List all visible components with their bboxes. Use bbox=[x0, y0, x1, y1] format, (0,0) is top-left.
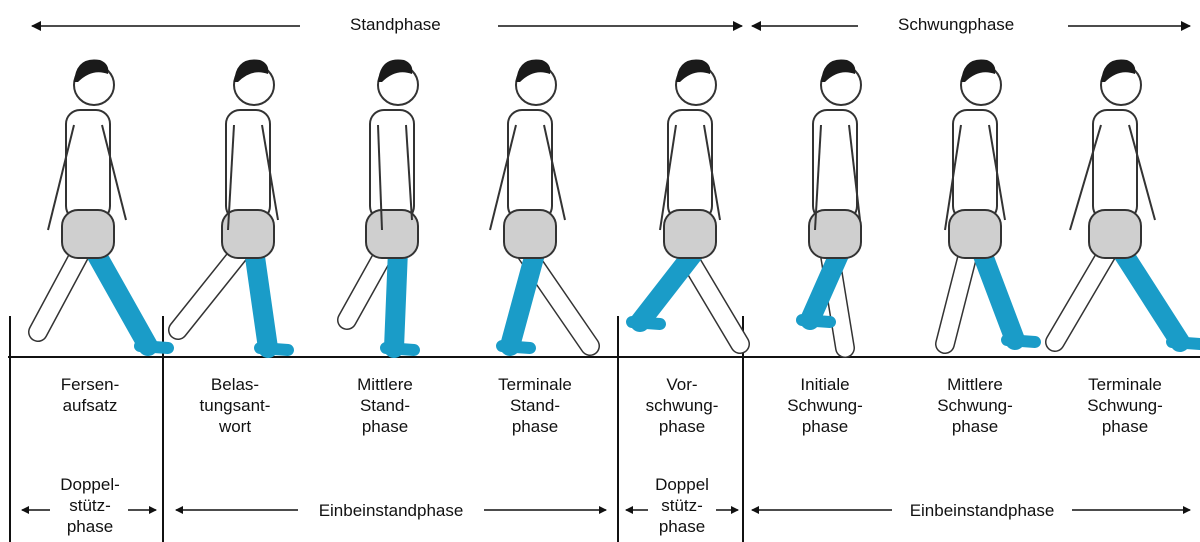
phase-label-heel-strike: Fersen- aufsatz bbox=[40, 374, 140, 416]
torso bbox=[953, 110, 997, 220]
shorts bbox=[809, 210, 861, 258]
highlighted-leg bbox=[1121, 250, 1180, 342]
phase-label-mid-swing: Mittlere Schwung- phase bbox=[920, 374, 1030, 437]
highlighted-foot bbox=[140, 346, 168, 348]
single-support-label-1: Einbeinstandphase bbox=[300, 500, 482, 521]
swing-phase-label: Schwungphase bbox=[894, 15, 1018, 35]
walking-figures bbox=[38, 59, 1200, 350]
highlighted-foot bbox=[386, 348, 414, 350]
highlighted-foot bbox=[260, 348, 288, 350]
phase-label-loading-response: Belas- tungsant- wort bbox=[180, 374, 290, 437]
torso bbox=[370, 110, 414, 220]
phase-label-pre-swing: Vor- schwung- phase bbox=[632, 374, 732, 437]
phase-label-initial-swing: Initiale Schwung- phase bbox=[770, 374, 880, 437]
highlighted-foot bbox=[1172, 342, 1200, 344]
shorts bbox=[222, 210, 274, 258]
stance-phase-label: Standphase bbox=[346, 15, 445, 35]
leg bbox=[945, 250, 969, 344]
shorts bbox=[504, 210, 556, 258]
leg bbox=[1055, 250, 1109, 342]
torso bbox=[668, 110, 712, 220]
highlighted-foot bbox=[502, 346, 530, 348]
highlighted-leg bbox=[640, 250, 696, 322]
double-support-label-2: Doppel stütz- phase bbox=[632, 474, 732, 537]
highlighted-leg bbox=[94, 250, 148, 346]
highlighted-foot bbox=[802, 320, 830, 322]
leg bbox=[347, 250, 386, 320]
leg bbox=[38, 250, 82, 332]
shorts bbox=[664, 210, 716, 258]
phase-label-terminal-swing: Terminale Schwung- phase bbox=[1070, 374, 1180, 437]
phase-label-terminal-stance: Terminale Stand- phase bbox=[480, 374, 590, 437]
shorts bbox=[366, 210, 418, 258]
highlighted-leg bbox=[254, 250, 268, 348]
highlighted-leg bbox=[981, 250, 1015, 340]
highlighted-leg bbox=[510, 250, 536, 346]
leg bbox=[178, 250, 242, 330]
shorts bbox=[949, 210, 1001, 258]
shorts bbox=[1089, 210, 1141, 258]
shorts bbox=[62, 210, 114, 258]
phase-label-mid-stance: Mittlere Stand- phase bbox=[330, 374, 440, 437]
highlighted-foot bbox=[1007, 340, 1035, 342]
double-support-label-1: Doppel- stütz- phase bbox=[40, 474, 140, 537]
highlighted-foot bbox=[632, 322, 660, 324]
highlighted-leg bbox=[394, 250, 398, 348]
single-support-label-2: Einbeinstandphase bbox=[894, 500, 1070, 521]
